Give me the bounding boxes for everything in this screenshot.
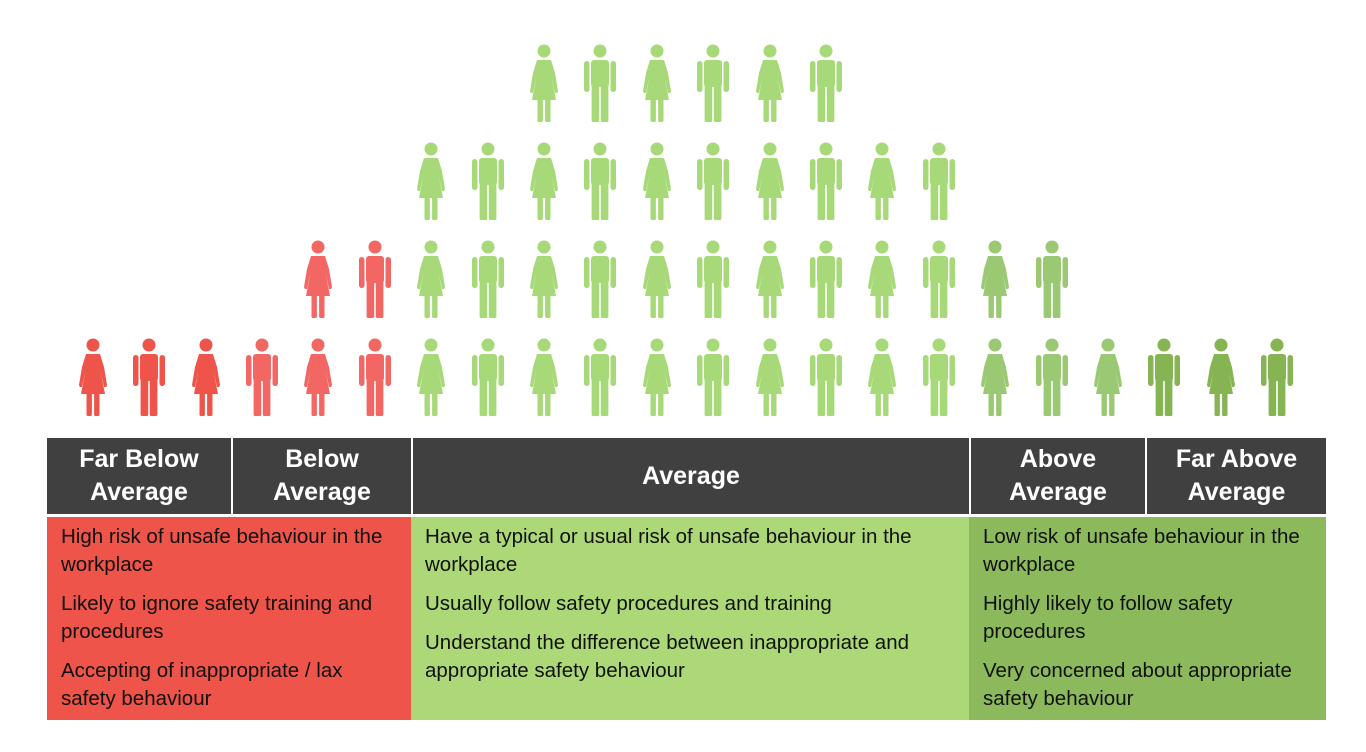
above-statement-3: Very concerned about appropriate safety … <box>983 659 1292 710</box>
male-person-icon <box>584 142 617 220</box>
male-person-icon <box>697 338 730 416</box>
male-person-icon <box>471 142 504 220</box>
female-person-icon <box>304 338 333 416</box>
female-person-icon <box>981 338 1010 416</box>
male-person-icon <box>922 240 955 318</box>
header-average-label: Average <box>642 461 740 490</box>
above-statement-2: Highly likely to follow safety procedure… <box>983 592 1233 643</box>
female-person-icon <box>755 240 784 318</box>
male-person-icon <box>1148 338 1181 416</box>
header-above-line2: Average <box>1009 478 1107 506</box>
male-person-icon <box>584 240 617 318</box>
female-person-icon <box>78 338 107 416</box>
population-pyramid <box>78 44 1294 416</box>
below-statement-1: High risk of unsafe behaviour in the wor… <box>61 525 383 576</box>
female-person-icon <box>417 338 446 416</box>
above-statement-1: Low risk of unsafe behaviour in the work… <box>983 525 1300 576</box>
female-person-icon <box>530 338 558 416</box>
male-person-icon <box>246 338 278 416</box>
header-far-above-line1: Far Above <box>1175 445 1298 473</box>
header-far-below-average: Far Below Average <box>47 438 231 514</box>
female-person-icon <box>755 338 784 416</box>
male-person-icon <box>697 240 730 318</box>
header-far-below-line2: Average <box>90 478 188 506</box>
male-person-icon <box>584 44 617 122</box>
male-person-icon <box>810 338 842 416</box>
average-statement-3: Understand the difference between inappr… <box>425 631 909 682</box>
header-above-line1: Above <box>1019 445 1097 473</box>
female-person-icon <box>642 338 671 416</box>
header-below-line1: Below <box>285 445 359 473</box>
male-person-icon <box>810 142 842 220</box>
female-person-icon <box>868 338 897 416</box>
header-below-line2: Average <box>273 478 371 506</box>
female-person-icon <box>1094 338 1122 416</box>
header-average: Average <box>411 438 969 514</box>
male-person-icon <box>471 338 504 416</box>
header-far-below-line1: Far Below <box>79 445 199 473</box>
female-person-icon <box>304 240 333 318</box>
male-person-icon <box>133 338 166 416</box>
male-person-icon <box>584 338 617 416</box>
male-person-icon <box>810 44 842 122</box>
male-person-icon <box>697 44 730 122</box>
male-person-icon <box>922 338 955 416</box>
female-person-icon <box>642 44 671 122</box>
average-statement-1: Have a typical or usual risk of unsafe b… <box>425 525 912 576</box>
below-statement-2: Likely to ignore safety training and pro… <box>61 592 373 643</box>
header-below-average: Below Average <box>231 438 411 514</box>
below-statement-3: Accepting of inappropriate / lax safety … <box>61 659 343 710</box>
header-above-average: Above Average <box>969 438 1145 514</box>
female-person-icon <box>755 44 784 122</box>
header-far-above-average: Far Above Average <box>1145 438 1326 514</box>
male-person-icon <box>358 240 391 318</box>
male-person-icon <box>922 142 955 220</box>
female-person-icon <box>868 142 897 220</box>
female-person-icon <box>1206 338 1235 416</box>
average-statement-2: Usually follow safety procedures and tra… <box>425 592 832 615</box>
male-person-icon <box>1035 240 1068 318</box>
above-average-description: Low risk of unsafe behaviour in the work… <box>969 517 1326 720</box>
average-description: Have a typical or usual risk of unsafe b… <box>411 517 969 720</box>
female-person-icon <box>868 240 897 318</box>
male-person-icon <box>697 142 730 220</box>
female-person-icon <box>530 44 558 122</box>
male-person-icon <box>810 240 842 318</box>
male-person-icon <box>358 338 391 416</box>
header-far-above-line2: Average <box>1187 478 1286 506</box>
female-person-icon <box>755 142 784 220</box>
female-person-icon <box>642 142 671 220</box>
female-person-icon <box>530 240 558 318</box>
below-average-description: High risk of unsafe behaviour in the wor… <box>47 517 411 720</box>
female-person-icon <box>981 240 1010 318</box>
female-person-icon <box>642 240 671 318</box>
female-person-icon <box>530 142 558 220</box>
male-person-icon <box>1035 338 1068 416</box>
female-person-icon <box>191 338 220 416</box>
male-person-icon <box>471 240 504 318</box>
female-person-icon <box>417 240 446 318</box>
male-person-icon <box>1261 338 1294 416</box>
female-person-icon <box>417 142 446 220</box>
